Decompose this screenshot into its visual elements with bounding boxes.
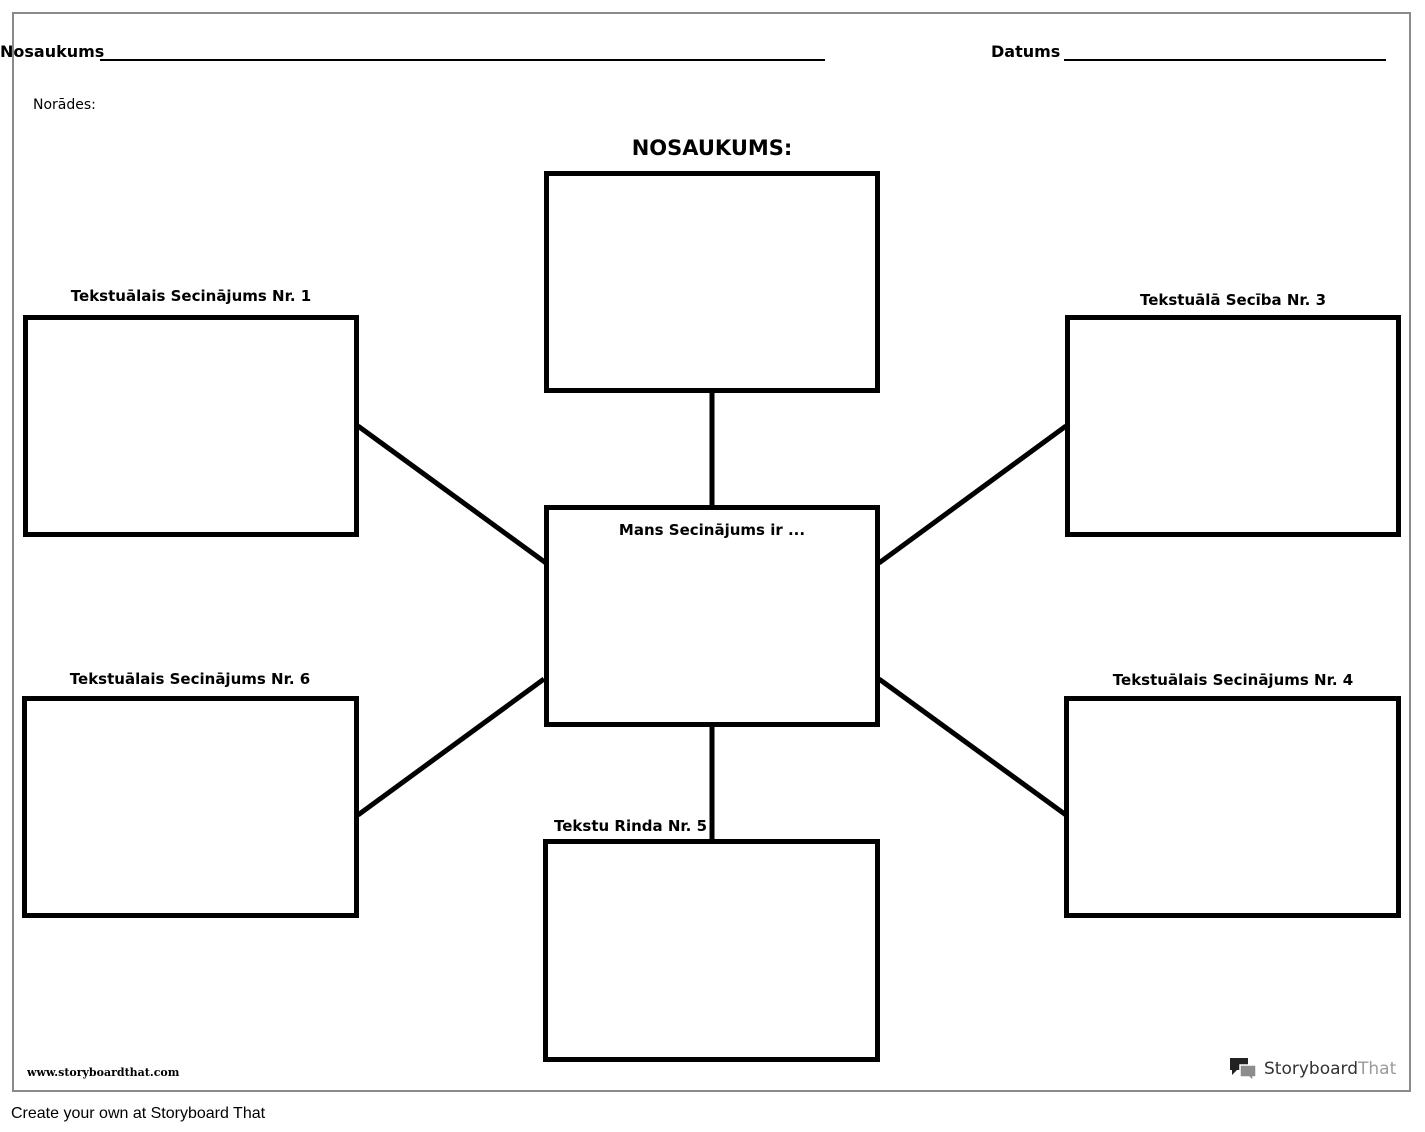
connector-box1 — [356, 423, 548, 566]
brand-secondary: That — [1358, 1059, 1397, 1079]
box5[interactable] — [543, 839, 880, 1062]
brand-primary: Storyboard — [1264, 1059, 1358, 1079]
box1-label: Tekstuālais Secinājums Nr. 1 — [70, 287, 312, 305]
brand-name: StoryboardThat — [1264, 1058, 1396, 1080]
footer-url[interactable]: www.storyboardthat.com — [27, 1066, 180, 1079]
page-title: NOSAUKUMS: — [631, 136, 793, 160]
connector-box6 — [356, 676, 546, 818]
title-box[interactable] — [544, 171, 880, 393]
box4[interactable] — [1064, 696, 1401, 918]
box6-label: Tekstuālais Secinājums Nr. 6 — [69, 670, 311, 688]
name-field[interactable] — [100, 59, 825, 61]
box3[interactable] — [1065, 315, 1401, 537]
name-label: Nosaukums — [0, 42, 105, 61]
center-conclusion-label: Mans Secinājums ir ... — [618, 521, 806, 539]
instructions-label: Norādes: — [33, 97, 96, 113]
connector-box4 — [877, 676, 1068, 818]
box6[interactable] — [22, 696, 359, 918]
connector-box3 — [877, 423, 1068, 566]
date-field[interactable] — [1064, 59, 1386, 61]
speech-bubbles-icon — [1230, 1058, 1257, 1082]
box1[interactable] — [23, 315, 359, 537]
create-your-own-link[interactable]: Create your own at Storyboard That — [11, 1105, 266, 1122]
date-label: Datums — [991, 42, 1061, 61]
storyboardthat-logo[interactable]: StoryboardThat — [1228, 1056, 1396, 1082]
center-conclusion-box[interactable]: Mans Secinājums ir ... — [544, 505, 880, 727]
box4-label: Tekstuālais Secinājums Nr. 4 — [1112, 671, 1354, 689]
box3-label: Tekstuālā Secība Nr. 3 — [1139, 291, 1327, 309]
box5-label: Tekstu Rinda Nr. 5 — [554, 817, 708, 835]
